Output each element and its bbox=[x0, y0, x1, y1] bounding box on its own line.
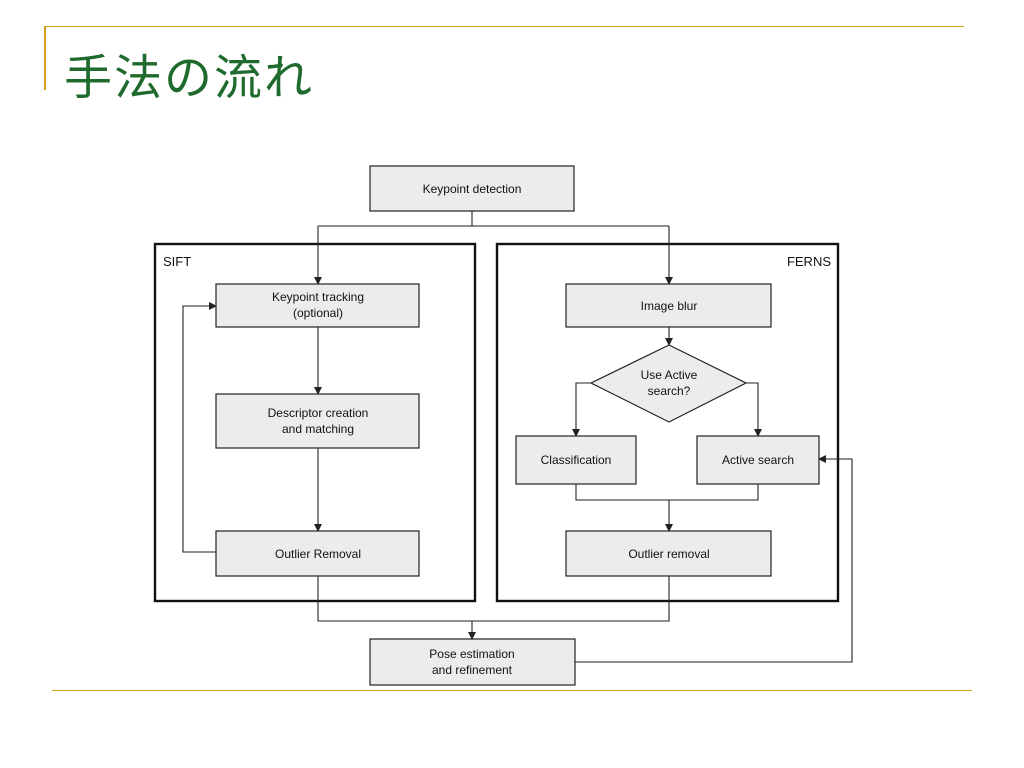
node-use-active-search-decision: Use Active search? bbox=[589, 344, 748, 423]
edge-sift-feedback-loop bbox=[182, 302, 217, 553]
edge-merge-horizontal bbox=[575, 484, 759, 501]
sift-group-label: SIFT bbox=[163, 254, 191, 269]
edge-decision-to-active-search bbox=[746, 382, 762, 437]
node-image-blur: Image blur bbox=[565, 283, 772, 328]
edge-outliers-merge bbox=[317, 576, 670, 622]
ferns-group-frame bbox=[495, 242, 840, 603]
edge-decision-to-classification bbox=[572, 382, 591, 437]
node-sift-outlier-removal: Outlier Removal bbox=[215, 530, 420, 577]
svg-text:search?: search? bbox=[648, 384, 691, 398]
node-descriptor-creation: Descriptor creation and matching bbox=[215, 393, 420, 449]
svg-text:Active search: Active search bbox=[722, 453, 794, 467]
svg-text:Pose estimation: Pose estimation bbox=[429, 647, 514, 661]
top-rule bbox=[44, 26, 964, 27]
sift-group-frame bbox=[153, 242, 477, 603]
node-active-search: Active search bbox=[696, 435, 820, 485]
svg-text:Descriptor creation: Descriptor creation bbox=[268, 406, 369, 420]
svg-text:(optional): (optional) bbox=[293, 306, 343, 320]
node-classification: Classification bbox=[515, 435, 637, 485]
svg-text:Outlier Removal: Outlier Removal bbox=[275, 547, 361, 561]
slide-title: 手法の流れ bbox=[64, 50, 315, 106]
svg-text:Classification: Classification bbox=[541, 453, 612, 467]
node-keypoint-detection: Keypoint detection bbox=[369, 165, 575, 212]
svg-text:Image blur: Image blur bbox=[641, 299, 698, 313]
svg-text:Keypoint detection: Keypoint detection bbox=[423, 182, 522, 196]
bottom-rule bbox=[52, 690, 972, 691]
ferns-group-label: FERNS bbox=[787, 254, 831, 269]
node-pose-estimation: Pose estimation and refinement bbox=[369, 638, 576, 686]
node-ferns-outlier-removal: Outlier removal bbox=[565, 530, 772, 577]
svg-text:Keypoint tracking: Keypoint tracking bbox=[272, 290, 364, 304]
svg-text:Use Active: Use Active bbox=[641, 368, 698, 382]
title-accent-bar bbox=[44, 26, 46, 90]
edge-pose-feedback-to-active-search bbox=[575, 455, 853, 663]
node-keypoint-tracking: Keypoint tracking (optional) bbox=[215, 283, 420, 328]
svg-text:and refinement: and refinement bbox=[432, 663, 513, 677]
svg-text:Outlier removal: Outlier removal bbox=[628, 547, 709, 561]
svg-text:and matching: and matching bbox=[282, 422, 354, 436]
